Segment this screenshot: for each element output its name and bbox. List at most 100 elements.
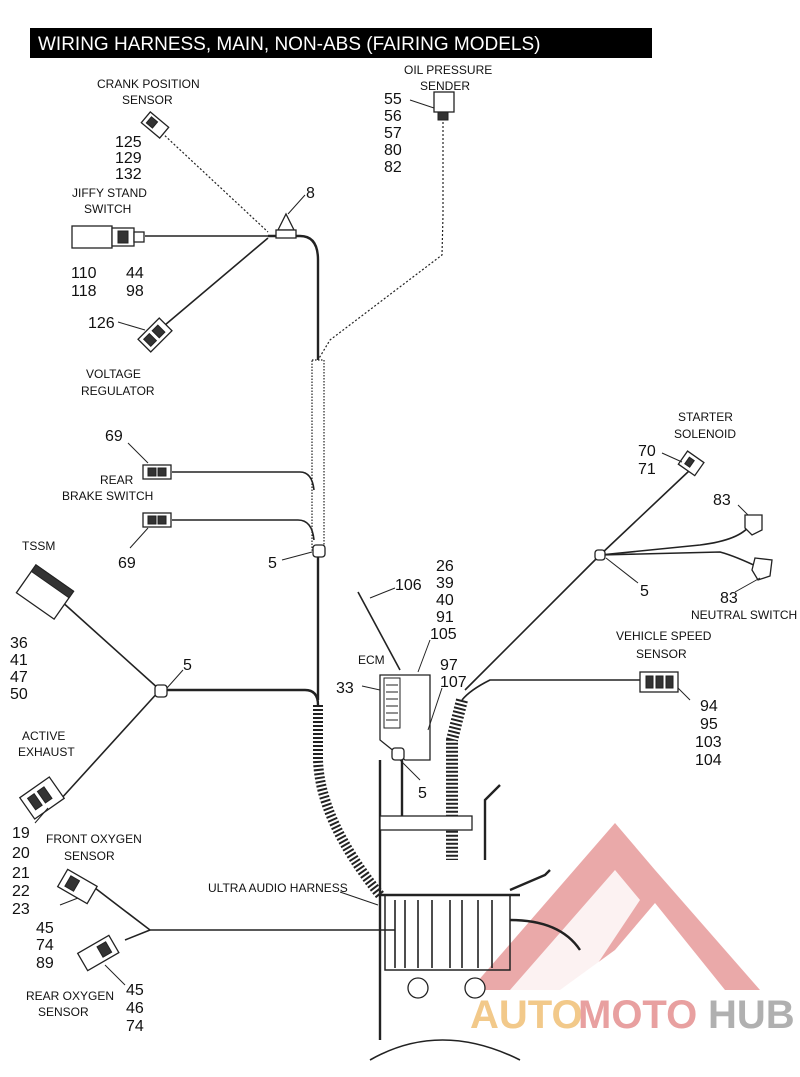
ground-wire <box>357 591 401 671</box>
vr-label-1: VOLTAGE <box>86 367 141 381</box>
active-label-1: ACTIVE <box>22 729 65 743</box>
neutral-terminal-bottom <box>751 557 773 581</box>
rbs-label-1: REAR <box>100 473 134 487</box>
logo-text-auto: AUTO <box>470 993 583 1037</box>
vss-connector <box>639 671 679 693</box>
ecm-num-1: 26 <box>436 558 454 575</box>
tssm-num-3: 47 <box>10 669 28 686</box>
frame-structure <box>369 760 581 1061</box>
rear-brake-wire-bottom <box>172 519 315 541</box>
neutral-wire-a <box>599 524 751 556</box>
oil-num-2: 56 <box>384 108 402 125</box>
rear-o2-connector <box>76 934 120 972</box>
oil-label-2: SENDER <box>420 79 470 93</box>
ecm-num-b1: 97 <box>440 657 458 674</box>
starter-num-2: 71 <box>638 461 656 478</box>
rear-o2-label-2: SENSOR <box>38 1005 89 1019</box>
crank-num-1: 125 <box>115 134 142 151</box>
rbs-top-leader <box>127 442 149 464</box>
upper-trunk <box>268 234 320 360</box>
rbs-label-2: BRAKE SWITCH <box>62 489 153 503</box>
ecm-num-2: 39 <box>436 575 454 592</box>
frame-arm <box>509 869 551 892</box>
n83a-leader <box>737 504 749 516</box>
lower-conduit <box>313 705 384 899</box>
clip-5-trunk-leader <box>281 551 313 561</box>
vr-label-2: REGULATOR <box>81 384 155 398</box>
rear-brake-connector-top <box>142 464 172 480</box>
frame-post <box>483 784 501 860</box>
oil-num-5: 82 <box>384 159 402 176</box>
ecm-module <box>379 674 431 761</box>
oil-num-1: 55 <box>384 91 402 108</box>
oil-sender-connector <box>433 91 455 121</box>
right-conduit <box>446 698 468 860</box>
logo-text-moto: MOTO <box>578 993 697 1037</box>
crank-sensor-connector <box>140 111 170 139</box>
ecm-num-4: 91 <box>436 609 454 626</box>
tssm-num-4: 50 <box>10 686 28 703</box>
jiffy-label-1: JIFFY STAND <box>72 186 147 200</box>
frame-curve-right <box>509 918 581 951</box>
clip-8-label: 8 <box>306 185 315 202</box>
rbs-bottom-leader <box>129 527 149 549</box>
starter-label-1: STARTER <box>678 410 733 424</box>
oil-num-4: 80 <box>384 142 402 159</box>
ecm-nums-leader <box>417 639 431 673</box>
crank-wire <box>161 132 269 233</box>
front-o2-label-2: SENSOR <box>64 849 115 863</box>
clip-5-trunk-label: 5 <box>268 555 277 572</box>
n83b-leader <box>734 577 761 593</box>
oil-leader <box>409 99 435 109</box>
clip-8 <box>275 212 297 239</box>
active-label-2: EXHAUST <box>18 745 75 759</box>
frame-harness-runs <box>394 900 493 968</box>
ecm-num-3: 40 <box>436 592 454 609</box>
ecm-num-b2: 107 <box>440 674 467 691</box>
rear-o2-leader <box>104 964 126 986</box>
active-exhaust-wire <box>59 689 161 801</box>
starter-num-1: 70 <box>638 443 656 460</box>
active-num-2: 20 <box>12 845 30 862</box>
crank-num-3: 132 <box>115 166 142 183</box>
tssm-wire <box>59 599 161 691</box>
jiffy-num-a1: 110 <box>71 265 97 282</box>
tssm-label: TSSM <box>22 539 55 553</box>
clip-5-starter-leader <box>605 557 639 584</box>
frame-hole-right <box>464 977 486 999</box>
ultra-label: ULTRA AUDIO HARNESS <box>208 881 348 895</box>
clip-5-trunk <box>312 544 326 558</box>
crank-label-1: CRANK POSITION <box>97 77 200 91</box>
frame-bottom-arc <box>369 1039 521 1061</box>
jiffy-num-b1: 44 <box>126 265 144 282</box>
tssm-branch-trunk <box>160 688 320 706</box>
front-o2-num-3: 89 <box>36 955 54 972</box>
clip-5-ecm-label: 5 <box>418 785 427 802</box>
title-bar: WIRING HARNESS, MAIN, NON-ABS (FAIRING M… <box>30 28 652 58</box>
jiffy-label-2: SWITCH <box>84 202 131 216</box>
starter-solenoid-connector <box>677 450 705 477</box>
clip-5-starter <box>594 549 606 561</box>
vss-num-4: 104 <box>695 752 722 769</box>
crank-label-2: SENSOR <box>122 93 173 107</box>
ground-num: 106 <box>395 577 422 594</box>
active-num-3: 21 <box>12 865 30 882</box>
front-o2-num-2: 74 <box>36 937 54 954</box>
vss-wire <box>461 679 640 701</box>
front-o2-label-1: FRONT OXYGEN <box>46 832 142 846</box>
clip-5-tssm-leader <box>166 669 184 689</box>
vss-num-1: 94 <box>700 698 718 715</box>
active-leader <box>34 807 49 824</box>
starter-leader <box>661 452 683 463</box>
jiffy-num-a2: 118 <box>71 283 97 300</box>
rear-o2-label-1: REAR OXYGEN <box>26 989 114 1003</box>
starter-label-2: SOLENOID <box>674 427 736 441</box>
frame-box <box>384 894 511 971</box>
rear-o2-wire <box>124 929 151 941</box>
crank-num-2: 129 <box>115 150 142 167</box>
title-background <box>30 28 652 58</box>
rear-o2-num-1: 45 <box>126 982 144 999</box>
logo-text-hub: HUB <box>708 993 795 1037</box>
neutral-wire-b <box>599 551 761 569</box>
